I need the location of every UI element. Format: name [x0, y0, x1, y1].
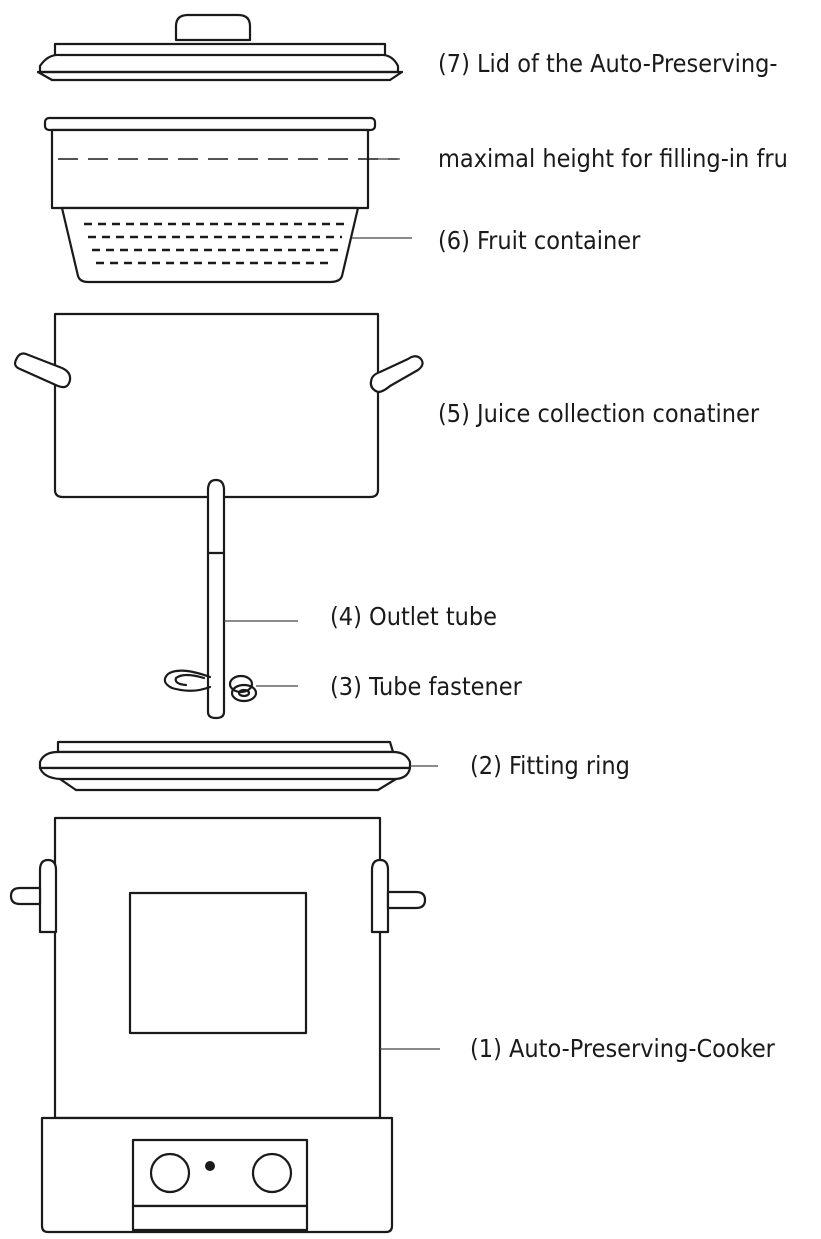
tube-fastener-drawing: [163, 669, 298, 703]
label-lid: (7) Lid of the Auto-Preserving-: [438, 49, 778, 78]
lid-drawing: [36, 13, 404, 82]
label-outlet-tube: (4) Outlet tube: [330, 602, 497, 631]
juice-container-drawing: [13, 312, 424, 720]
indicator-light-icon: [205, 1161, 215, 1171]
fruit-container-drawing: [43, 116, 412, 284]
label-tube-fastener: (3) Tube fastener: [330, 672, 523, 701]
label-max-height: maximal height for filling-in fru: [438, 144, 788, 173]
cooker-drawing: [9, 816, 440, 1234]
fitting-ring-drawing: [38, 740, 438, 792]
label-cooker: (1) Auto-Preserving-Cooker: [470, 1034, 776, 1063]
label-juice-container: (5) Juice collection conatiner: [438, 399, 760, 428]
label-fitting-ring: (2) Fitting ring: [470, 751, 630, 780]
label-fruit-container: (6) Fruit container: [438, 226, 641, 255]
